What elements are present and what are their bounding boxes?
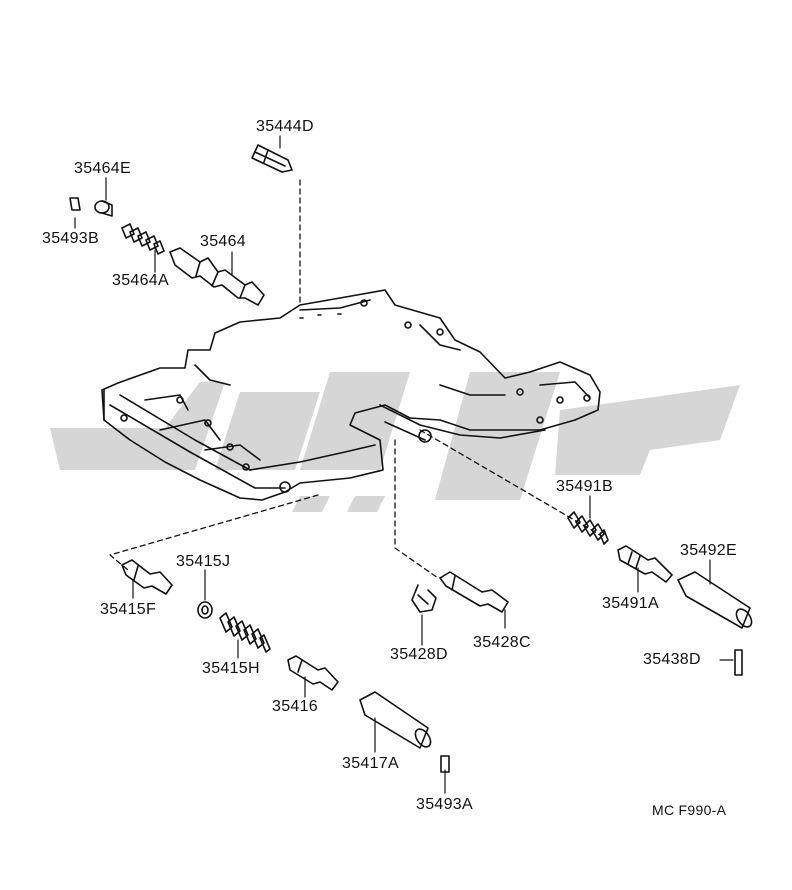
solid-leaders <box>74 135 734 794</box>
part-label-35491B: 35491B <box>556 478 613 495</box>
part-35491B-spring <box>567 511 609 545</box>
part-35491A-valve <box>617 545 673 583</box>
part-35464E-plug <box>94 200 113 217</box>
part-label-35417A: 35417A <box>342 755 399 772</box>
part-35415F-valve <box>121 559 173 595</box>
part-35415H-spring <box>219 612 271 653</box>
part-35464-valve <box>169 247 265 306</box>
part-label-35491A: 35491A <box>602 595 659 612</box>
dashed-leaders <box>109 179 601 579</box>
part-label-35464E: 35464E <box>74 160 131 177</box>
part-label-35464: 35464 <box>200 233 246 250</box>
part-label-35492E: 35492E <box>680 542 737 559</box>
part-35417A-sleeve <box>359 691 432 749</box>
part-35438D-pin <box>734 649 743 676</box>
part-35492E-sleeve <box>677 571 753 629</box>
part-label-35493A: 35493A <box>416 796 473 813</box>
part-label-35493B: 35493B <box>42 230 99 247</box>
part-label-35428D: 35428D <box>390 646 448 663</box>
part-label-35415F: 35415F <box>100 601 157 618</box>
diagram-code: MC F990-A <box>652 802 727 818</box>
part-label-35428C: 35428C <box>473 634 531 651</box>
valve-body-plate <box>101 289 601 501</box>
part-35493A-clip <box>440 755 450 773</box>
part-35428C-valve <box>439 571 509 613</box>
part-35415J-ring <box>197 601 213 619</box>
part-label-35464A: 35464A <box>112 272 169 289</box>
part-35464A-spring <box>121 223 165 255</box>
part-label-35415J: 35415J <box>176 553 231 570</box>
part-label-35416: 35416 <box>272 698 318 715</box>
part-35444D-pin <box>251 144 293 173</box>
part-label-35438D: 35438D <box>643 651 701 668</box>
part-35416-valve <box>287 655 339 691</box>
part-label-35444D: 35444D <box>256 118 314 135</box>
part-35493B-clip <box>69 197 81 211</box>
part-label-35415H: 35415H <box>202 660 260 677</box>
part-35428D-clip <box>411 584 437 613</box>
